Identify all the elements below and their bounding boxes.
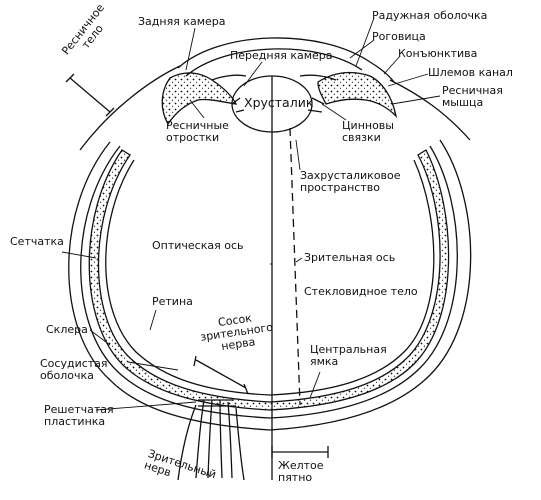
upper-lid-right	[389, 79, 471, 141]
iris-left	[211, 74, 247, 81]
sclera-inner-outline	[80, 145, 458, 419]
retrolental-space-label: Захрусталиковое пространство	[300, 169, 401, 194]
leader-lines	[61, 17, 441, 411]
retina-label: Сетчатка	[10, 235, 64, 248]
macula-label: Желтое пятно	[278, 459, 324, 484]
sclera-label: Склера	[46, 323, 88, 336]
optical-axis-label: Оптическая ось	[152, 239, 244, 252]
optic-nerve-right	[235, 407, 245, 481]
visual-axis-line	[289, 127, 301, 406]
ciliary-body-left	[161, 72, 238, 126]
choroid-label: Сосудистая оболочка	[40, 357, 108, 382]
schlemm-canal-label: Шлемов канал	[428, 66, 513, 79]
optic-nerve-fibres	[195, 399, 233, 479]
cornea-inner-outline	[185, 48, 363, 77]
macula-bracket	[271, 446, 329, 458]
conjunctiva-label: Конъюнктива	[398, 47, 478, 60]
ciliary-processes-label: Ресничные отростки	[166, 119, 229, 144]
zinn-ligaments	[231, 97, 325, 113]
front-chamber-label: Передняя камера	[230, 49, 333, 62]
cribriform-plate-lines	[198, 399, 236, 407]
retina-line	[105, 159, 435, 396]
zinn-ligaments-label: Цинновы связки	[342, 119, 394, 144]
cornea-label: Роговица	[372, 30, 426, 43]
lens-label: Хрусталик	[244, 95, 314, 110]
iris-label: Радужная оболочка	[372, 9, 488, 22]
upper-lid-left	[79, 65, 181, 151]
rear-chamber-label: Задняя камера	[138, 15, 226, 28]
iris-right	[299, 74, 337, 81]
retina-inner-label: Ретина	[152, 295, 193, 308]
optic-nerve-left	[177, 404, 197, 481]
choroid-band	[88, 149, 450, 411]
ciliary-body-bracket	[65, 73, 115, 117]
ciliary-muscle-label: Ресничная мышца	[442, 84, 503, 109]
central-fovea-label: Центральная ямка	[310, 343, 387, 368]
cribriform-plate-label: Решетчатая пластинка	[44, 403, 114, 428]
visual-axis-label: Зрительная ось	[304, 251, 396, 264]
vitreous-body-label: Стекловидное тело	[304, 285, 418, 298]
optic-disc-bracket	[193, 355, 249, 395]
sclera-outline	[68, 139, 472, 431]
ciliary-body-right	[317, 71, 398, 118]
